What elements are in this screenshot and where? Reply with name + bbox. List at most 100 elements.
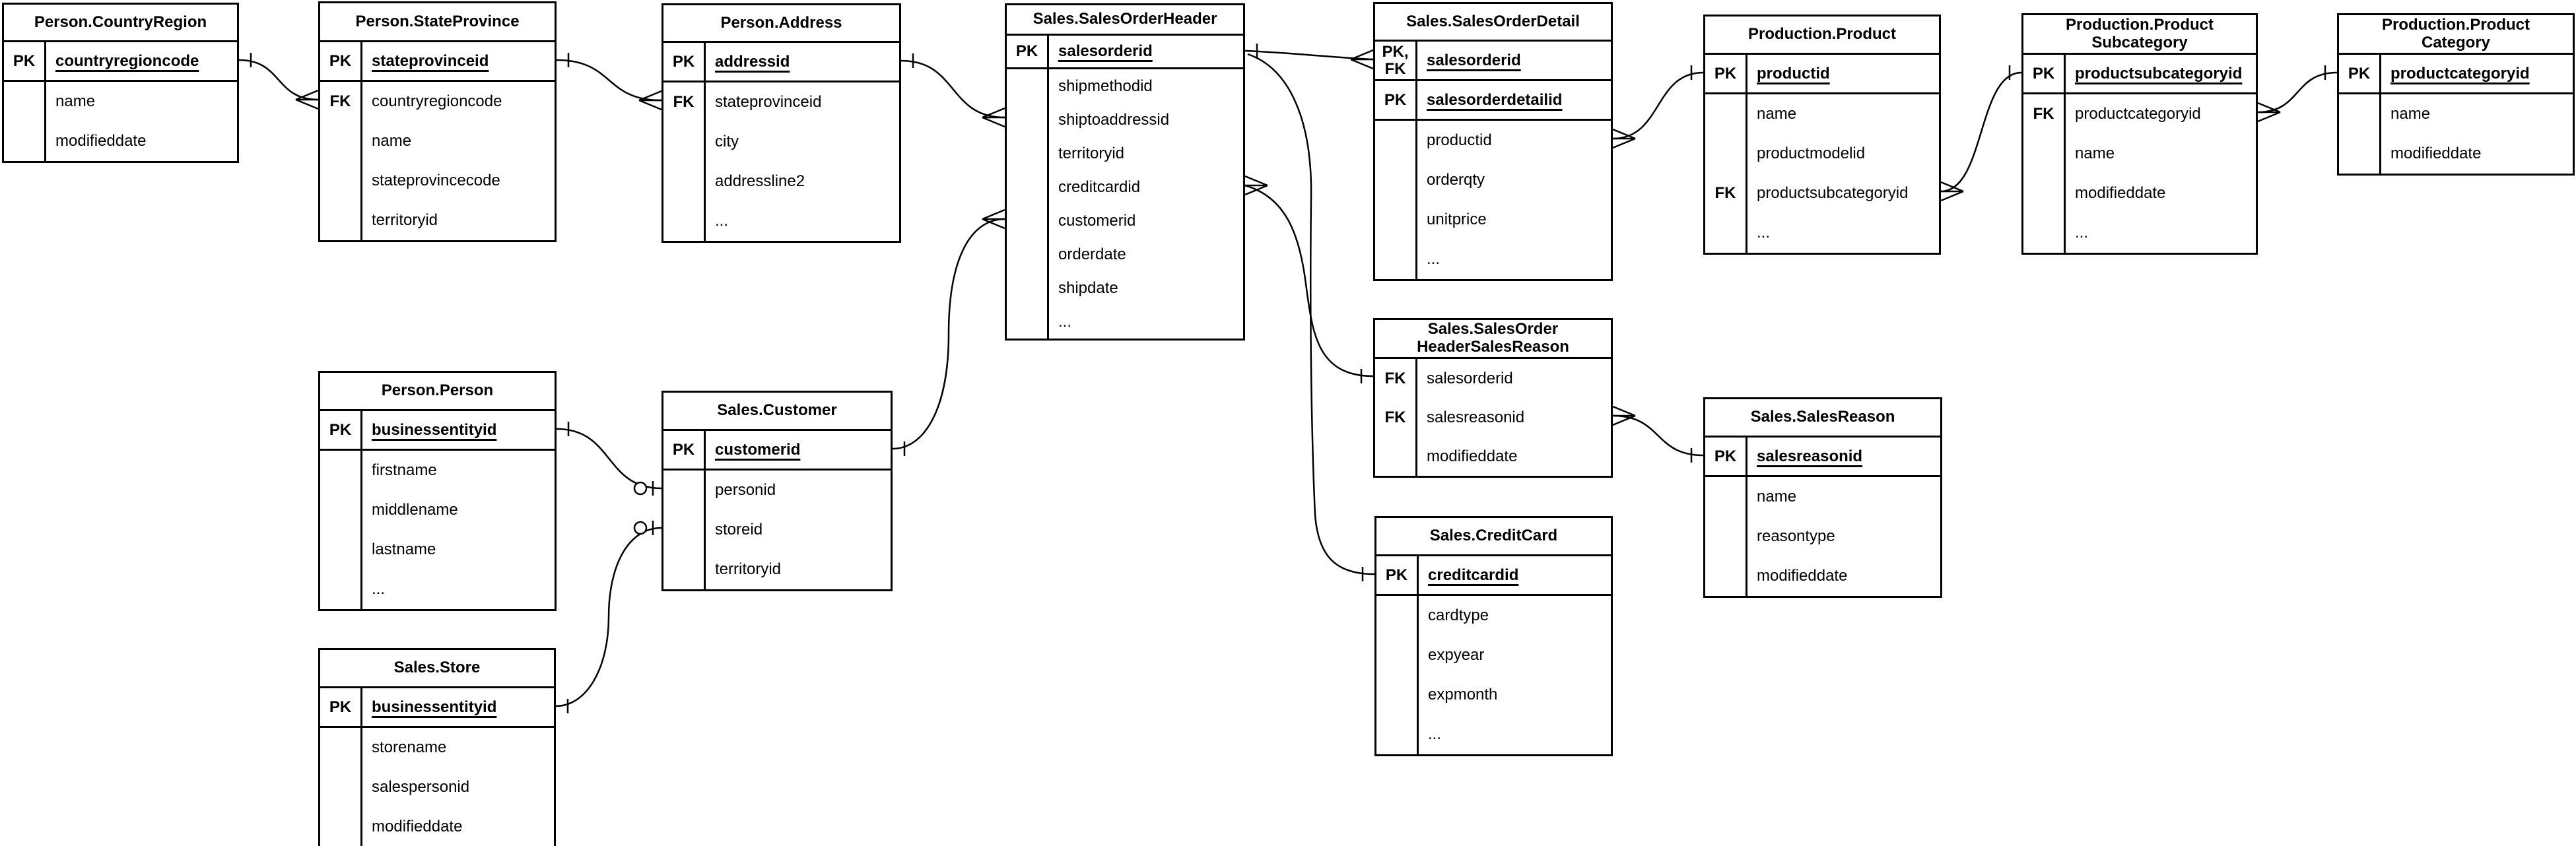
- key-badge: PK: [1384, 90, 1407, 109]
- field-name: orderqty: [1427, 171, 1485, 189]
- key-badge: PK: [329, 420, 352, 439]
- relationship-headersalesreason-salesreason[interactable]: [1612, 405, 1704, 463]
- field-name: addressline2: [715, 172, 805, 190]
- field-name: ...: [2075, 224, 2089, 242]
- field-row: expmonth: [1376, 675, 1611, 715]
- key-column-divider: [1415, 42, 1417, 279]
- field-name: personid: [715, 481, 776, 499]
- relationship-address-salesorderheader[interactable]: [900, 53, 1005, 128]
- key-badge: PK, FK: [1382, 43, 1409, 78]
- field-name: salesreasonid: [1427, 408, 1525, 426]
- relationship-salesorderheader-creditcard[interactable]: [1247, 53, 1375, 581]
- field-row: ...: [2023, 213, 2256, 253]
- field-row: expyear: [1376, 635, 1611, 675]
- field-name: salesorderid: [1058, 42, 1153, 60]
- field-name: name: [372, 132, 412, 150]
- field-name: productcategoryid: [2075, 105, 2201, 123]
- relationship-stateprovince-address[interactable]: [556, 53, 662, 111]
- field-name: ...: [1428, 725, 1442, 743]
- relationship-product-productsubcategory[interactable]: [1940, 65, 2022, 202]
- field-row: orderqty: [1375, 160, 1611, 200]
- field-row: middlename: [320, 490, 555, 530]
- key-badge: FK: [673, 93, 695, 112]
- relationship-line: [900, 59, 1005, 119]
- field-row: shipdate: [1007, 271, 1243, 305]
- field-name: modifieddate: [2075, 184, 2166, 202]
- field-name: stateprovinceid: [372, 51, 489, 70]
- cardinality-many-crowfoot: [1612, 128, 1636, 149]
- field-row: name: [4, 82, 237, 121]
- field-row: FK stateprovinceid: [663, 82, 899, 122]
- relationship-countryregion-stateprovince[interactable]: [238, 53, 319, 110]
- key-column-divider: [704, 431, 706, 589]
- field-row: name: [2339, 94, 2573, 134]
- key-badge: PK: [1015, 42, 1038, 61]
- relationship-store-customer[interactable]: [555, 521, 662, 713]
- relationship-person-customer[interactable]: [556, 422, 662, 496]
- field-name: productcategoryid: [2390, 64, 2530, 82]
- field-name: businessentityid: [372, 698, 497, 716]
- cardinality-many-crowfoot: [638, 90, 662, 111]
- field-row: name: [320, 121, 555, 161]
- field-name: productsubcategoryid: [1757, 184, 1909, 202]
- field-row: modifieddate: [4, 121, 237, 161]
- cardinality-many-crowfoot: [1244, 175, 1268, 196]
- key-badge: FK: [1384, 369, 1406, 387]
- relationship-line: [1244, 49, 1374, 61]
- field-name: city: [715, 133, 739, 150]
- entity-title: Sales.SalesOrderHeader: [1007, 5, 1243, 36]
- entity-title: Sales.SalesReason: [1705, 399, 1940, 438]
- key-column-divider: [360, 688, 362, 846]
- field-name: ...: [1058, 312, 1072, 331]
- field-name: customerid: [715, 440, 801, 459]
- field-row: shipmethodid: [1007, 69, 1243, 103]
- relationship-salesorderdetail-product[interactable]: [1612, 65, 1704, 149]
- relationship-salesorderheader-headersalesreason[interactable]: [1244, 175, 1374, 383]
- entity-title: Production.Product: [1705, 16, 1939, 55]
- field-name: expyear: [1428, 646, 1485, 664]
- field-name: name: [1757, 488, 1797, 505]
- field-row: name: [2023, 134, 2256, 174]
- field-name: productsubcategoryid: [2075, 64, 2243, 82]
- field-row: modifieddate: [2023, 174, 2256, 213]
- field-row: salespersonid: [320, 767, 554, 807]
- field-row: territoryid: [320, 201, 555, 240]
- field-name: lastname: [372, 540, 436, 558]
- field-name: storename: [372, 738, 447, 756]
- relationship-productsubcategory-productcategory[interactable]: [2257, 65, 2338, 123]
- relationship-line: [2257, 71, 2338, 114]
- field-row: stateprovincecode: [320, 161, 555, 201]
- relationship-salesorderheader-salesorderdetail[interactable]: [1244, 44, 1374, 70]
- relationship-customer-salesorderheader[interactable]: [892, 209, 1005, 456]
- field-name: territoryid: [372, 211, 438, 229]
- field-row: personid: [663, 471, 891, 510]
- field-name: stateprovinceid: [715, 93, 822, 111]
- key-badge: FK: [1714, 184, 1736, 203]
- field-name: modifieddate: [372, 818, 463, 835]
- key-badge: PK: [2348, 64, 2371, 82]
- key-column-divider: [360, 42, 362, 240]
- field-name: productid: [1427, 131, 1492, 149]
